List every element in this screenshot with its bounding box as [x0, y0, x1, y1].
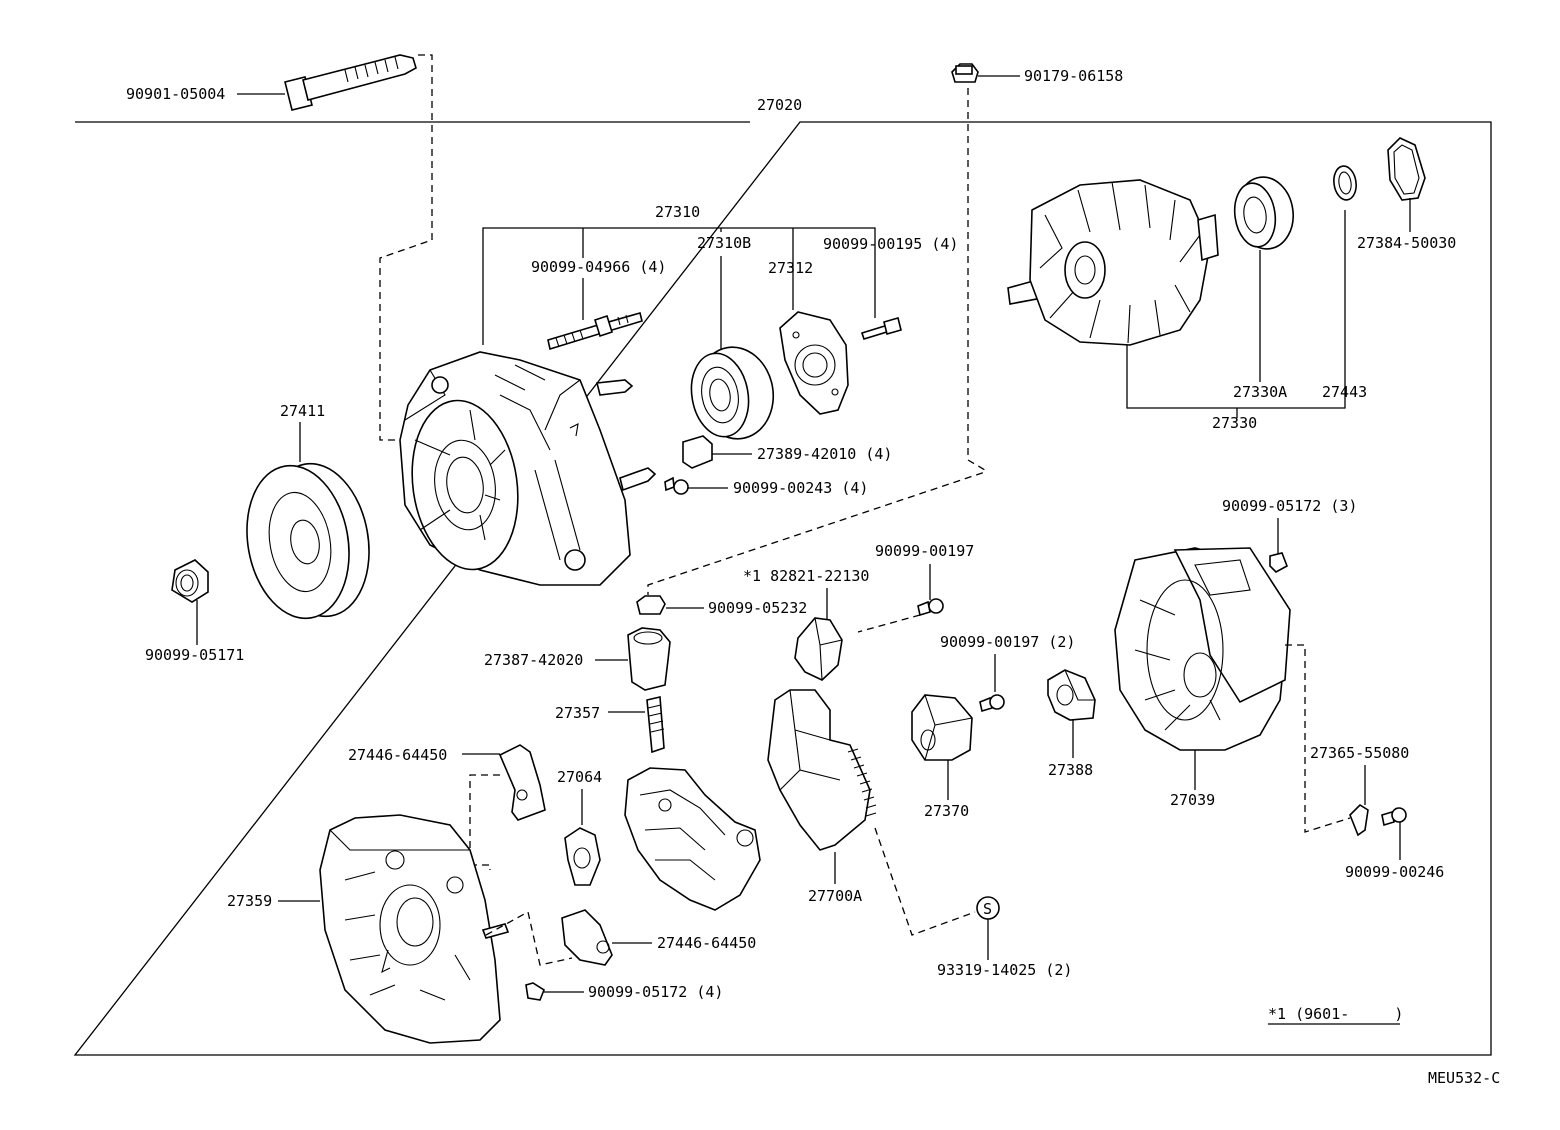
label-27330a: 27330A [1233, 383, 1287, 401]
nut-part-05172-a [1269, 552, 1288, 573]
rectifier-end-frame-27039 [1114, 547, 1291, 751]
label-27446-64450-top: 27446-64450 [348, 746, 447, 764]
drive-end-frame [399, 351, 657, 586]
label-90179-06158: 90179-06158 [1024, 67, 1123, 85]
nut-part-00243 [664, 476, 689, 495]
label-27064: 27064 [557, 768, 602, 786]
label-90099-05172-3: 90099-05172 (3) [1222, 497, 1357, 515]
label-90099-00195: 90099-00195 (4) [823, 235, 958, 253]
label-27039: 27039 [1170, 791, 1215, 809]
bearing-27330a [1233, 176, 1294, 250]
bracket-27310 [482, 227, 876, 345]
label-90099-00197-2: 90099-00197 (2) [940, 633, 1075, 651]
label-90099-05172-4: 90099-05172 (4) [588, 983, 723, 1001]
label-90099-00243: 90099-00243 (4) [733, 479, 868, 497]
plate-27446-top [498, 744, 546, 821]
label-27389-42010: 27389-42010 (4) [757, 445, 892, 463]
insulator-27388 [1047, 669, 1096, 721]
label-27310b: 27310B [697, 234, 751, 252]
label-90099-04966: 90099-04966 (4) [531, 258, 666, 276]
label-27310: 27310 [655, 203, 700, 221]
screw-part-00197-b [979, 694, 1005, 713]
label-27384-50030: 27384-50030 [1357, 234, 1456, 252]
screw-part-00195 [860, 317, 902, 340]
bearing-27310b [690, 346, 775, 440]
nut-part-05232 [636, 595, 666, 615]
insulator-27365 [1349, 803, 1369, 837]
label-27312: 27312 [768, 259, 813, 277]
regulator-27700a [767, 689, 877, 851]
stud-part [547, 312, 643, 351]
label-27359: 27359 [227, 892, 272, 910]
screw-part-00246 [1381, 807, 1407, 827]
label-90099-00197: 90099-00197 [875, 542, 974, 560]
nut-part-90179 [951, 63, 979, 83]
washer-27443 [1333, 165, 1357, 201]
s-mark-label: S [983, 900, 992, 918]
terminal-cover-27389 [682, 435, 713, 469]
label-82821-22130: *1 82821-22130 [743, 567, 869, 585]
label-90099-05171: 90099-05171 [145, 646, 244, 664]
bush-27387 [627, 627, 671, 691]
label-27330: 27330 [1212, 414, 1257, 432]
plate-27446-bottom [561, 909, 613, 966]
label-27700a: 27700A [808, 887, 862, 905]
rear-end-cover-27359 [319, 814, 510, 1044]
label-27443: 27443 [1322, 383, 1367, 401]
label-27370: 27370 [924, 802, 969, 820]
footnote-text: *1 (9601- ) [1268, 1005, 1403, 1023]
label-93319-14025: 93319-14025 (2) [937, 961, 1072, 979]
label-27411: 27411 [280, 402, 325, 420]
brush-holder-27357 [624, 696, 761, 911]
holder-27370 [911, 694, 973, 761]
insulator-27064 [564, 827, 601, 886]
cover-27384 [1387, 137, 1426, 201]
drawing-code: MEU532-C [1428, 1069, 1500, 1087]
through-bolt-part [284, 54, 417, 111]
label-90099-00246: 90099-00246 [1345, 863, 1444, 881]
assembly-label: 27020 [757, 96, 802, 114]
label-27387-42020: 27387-42020 [484, 651, 583, 669]
label-27365-55080: 27365-55080 [1310, 744, 1409, 762]
nut-part-05172-b [525, 982, 545, 1001]
label-90901-05004: 90901-05004 [126, 85, 225, 103]
pulley-nut-05171 [171, 559, 209, 603]
connector-82821 [794, 617, 843, 681]
retainer-plate-27312 [779, 311, 849, 415]
pulley-27411 [246, 462, 370, 620]
assembly-frame [73, 121, 1492, 1056]
s-mark: S [976, 896, 1000, 920]
label-27388: 27388 [1048, 761, 1093, 779]
label-27357: 27357 [555, 704, 600, 722]
label-27446-64450-bot: 27446-64450 [657, 934, 756, 952]
dashed-nut-route [647, 88, 986, 595]
screw-part-00197-a [917, 598, 944, 617]
rotor-27330 [1007, 179, 1219, 346]
dashed-27039-route [1285, 644, 1351, 833]
label-90099-05232: 90099-05232 [708, 599, 807, 617]
